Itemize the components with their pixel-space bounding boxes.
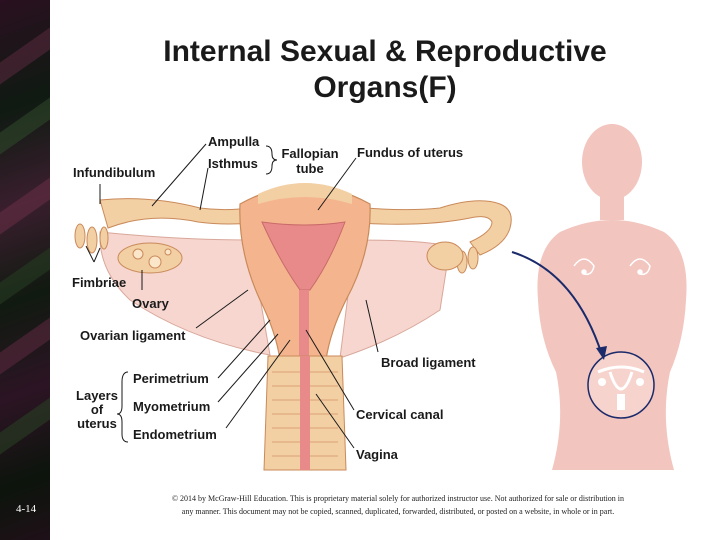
leader-lines	[85, 143, 379, 449]
body-silhouette	[537, 124, 687, 470]
label-vagina: Vagina	[356, 447, 399, 462]
fundus-top	[258, 183, 352, 204]
pointer-arrowhead	[596, 346, 607, 360]
silhouette-details	[573, 258, 651, 276]
fallopian-tube-left	[99, 198, 263, 229]
ovary-left	[117, 242, 183, 274]
copyright-notice: © 2014 by McGraw-Hill Education. This is…	[118, 492, 678, 518]
label-cervical-canal: Cervical canal	[356, 407, 443, 422]
label-fallopian-tube-line1: Fallopian	[281, 146, 338, 161]
broad-ligament-right	[339, 239, 451, 359]
label-myometrium: Myometrium	[133, 399, 210, 414]
label-fimbriae: Fimbriae	[72, 275, 126, 290]
page-number: 4-14	[16, 503, 37, 515]
pointer-arrow	[511, 251, 603, 356]
copyright-line-1: © 2014 by McGraw-Hill Education. This is…	[171, 494, 625, 503]
decorative-sidebar	[0, 0, 50, 540]
label-layers-line1: Layers	[76, 388, 118, 403]
title-line-1: Internal Sexual & Reproductive	[163, 35, 607, 68]
label-broad-ligament: Broad ligament	[381, 355, 476, 370]
label-fundus-of-uterus: Fundus of uterus	[357, 145, 463, 160]
label-ovary: Ovary	[132, 296, 170, 311]
label-fallopian-tube-line2: tube	[296, 161, 323, 176]
label-endometrium: Endometrium	[133, 427, 217, 442]
ovary-right	[426, 241, 464, 271]
cervical-canal-shape	[299, 290, 309, 360]
copyright-line-2: any manner. This document may not be cop…	[181, 507, 615, 516]
title-line-2: Organs(F)	[313, 71, 457, 104]
page-title: Internal Sexual & Reproductive Organs(F)	[60, 34, 710, 106]
inset-circle	[587, 351, 655, 419]
label-ovarian-ligament: Ovarian ligament	[80, 328, 186, 343]
uterine-cavity	[261, 221, 346, 291]
label-layers-line3: uterus	[77, 416, 117, 431]
label-perimetrium: Perimetrium	[133, 371, 209, 386]
label-layers-line2: of	[91, 402, 104, 417]
label-ampulla: Ampulla	[208, 134, 260, 149]
label-infundibulum: Infundibulum	[73, 165, 155, 180]
fallopian-tube-right	[344, 200, 512, 256]
vagina-canal	[300, 356, 310, 470]
label-isthmus: Isthmus	[208, 156, 258, 171]
